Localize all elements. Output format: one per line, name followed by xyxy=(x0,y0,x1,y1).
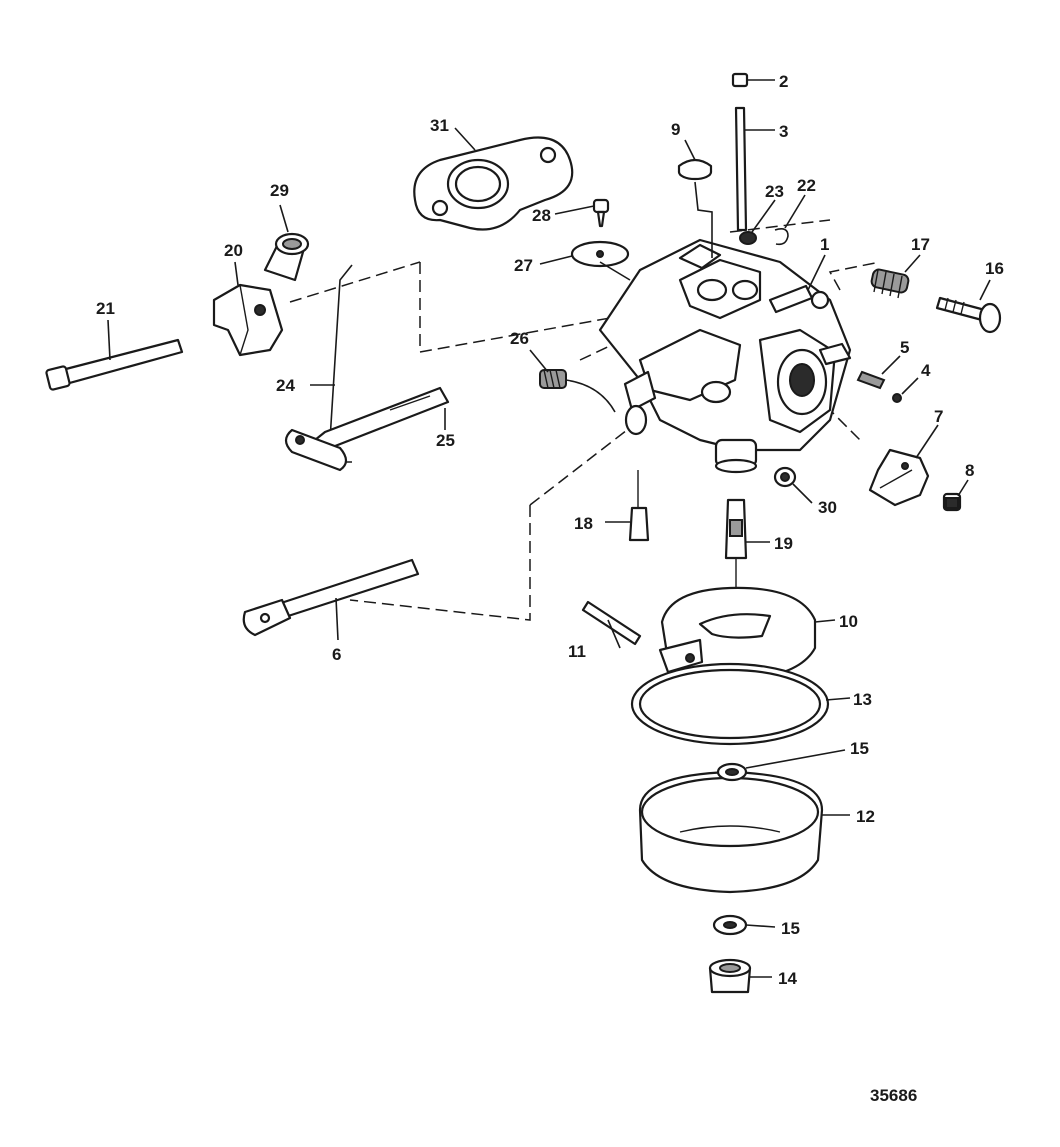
screw-part-28 xyxy=(592,198,610,228)
callout-10: 10 xyxy=(839,612,858,631)
washer-part-15-upper xyxy=(716,762,748,782)
screw-part-30 xyxy=(773,466,797,488)
callout-30: 30 xyxy=(818,498,837,517)
float-part-10 xyxy=(658,586,817,682)
shaft-part-6 xyxy=(242,558,420,637)
needle-valve-part-19 xyxy=(724,498,748,600)
rod-part-3 xyxy=(734,106,748,232)
gasket-part-31 xyxy=(413,136,574,231)
callout-labels: 1 2 3 4 5 6 7 8 9 10 11 12 13 14 15 15 1… xyxy=(96,72,1004,988)
callout-3: 3 xyxy=(779,122,788,141)
drain-plug-part-14 xyxy=(708,958,752,994)
callout-2: 2 xyxy=(779,72,788,91)
callout-27: 27 xyxy=(514,256,533,275)
spring-part-17 xyxy=(870,268,910,299)
choke-fitting-part-29 xyxy=(263,232,310,282)
pin-part-11 xyxy=(581,600,642,646)
washer-part-23 xyxy=(739,231,757,245)
bracket-part-7 xyxy=(868,448,930,507)
callout-22: 22 xyxy=(797,176,816,195)
bolt-part-21 xyxy=(45,338,184,391)
callout-9: 9 xyxy=(671,120,680,139)
callout-7: 7 xyxy=(934,407,943,426)
callout-13: 13 xyxy=(853,690,872,709)
callout-1: 1 xyxy=(820,235,829,254)
callout-24: 24 xyxy=(276,376,295,395)
carburetor-body-part-1 xyxy=(598,238,852,474)
callout-11: 11 xyxy=(568,642,586,661)
callout-8: 8 xyxy=(965,461,974,480)
callout-31: 31 xyxy=(430,116,449,135)
jet-part-18 xyxy=(628,470,650,542)
callout-16: 16 xyxy=(985,259,1004,278)
screw-part-8 xyxy=(942,492,962,512)
diagram-number: 35686 xyxy=(870,1086,917,1105)
bracket-part-20 xyxy=(212,283,284,357)
callout-21: 21 xyxy=(96,299,115,318)
callout-29: 29 xyxy=(270,181,289,200)
washer-part-15-lower xyxy=(712,914,748,936)
spring-part-26 xyxy=(539,369,616,413)
screw-part-16 xyxy=(935,296,1002,334)
callout-26: 26 xyxy=(510,329,529,348)
callout-17: 17 xyxy=(911,235,930,254)
callout-18: 18 xyxy=(574,514,593,533)
callout-5: 5 xyxy=(900,338,909,357)
callout-20: 20 xyxy=(224,241,243,260)
callout-6: 6 xyxy=(332,645,341,664)
plate-part-27 xyxy=(570,240,631,281)
float-bowl-part-12 xyxy=(638,770,824,894)
callout-15-lower: 15 xyxy=(781,919,800,938)
callout-23: 23 xyxy=(765,182,784,201)
callout-4: 4 xyxy=(921,361,931,380)
callout-28: 28 xyxy=(532,206,551,225)
ball-part-4 xyxy=(892,393,902,403)
clip-part-22 xyxy=(774,228,789,246)
callout-19: 19 xyxy=(774,534,793,553)
shaft-part-25 xyxy=(284,386,450,472)
gasket-ring-part-13 xyxy=(630,662,830,746)
callout-15-upper: 15 xyxy=(850,739,869,758)
callout-12: 12 xyxy=(856,807,875,826)
callout-leader-lines xyxy=(107,79,991,978)
callout-25: 25 xyxy=(436,431,455,450)
nut-part-2 xyxy=(731,72,749,88)
callout-14: 14 xyxy=(778,969,797,988)
spring-part-5 xyxy=(856,370,886,390)
